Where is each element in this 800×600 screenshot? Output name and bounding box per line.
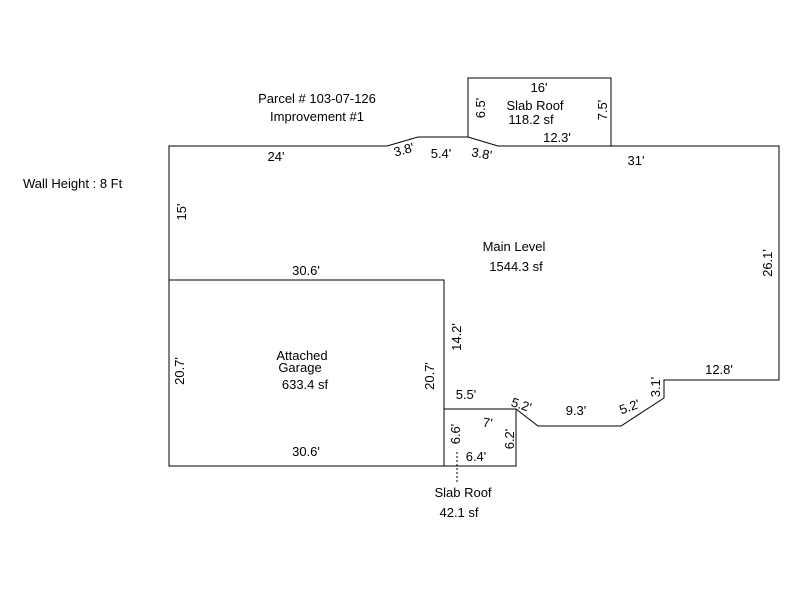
slab-roof-bottom-area: 42.1 sf — [439, 505, 478, 520]
wall-height-label: Wall Height : 8 Ft — [23, 176, 123, 191]
dim-slab-bottom-diag: 7' — [482, 414, 494, 430]
dim-slab-top-bottom: 12.3' — [543, 130, 571, 145]
dim-garage-bottom: 30.6' — [292, 444, 320, 459]
dim-inner-vertical: 14.2' — [449, 323, 464, 351]
dim-top-left: 24' — [268, 149, 285, 164]
dim-step-right: 3.1' — [648, 377, 663, 398]
slab-roof-bottom-outline — [444, 409, 517, 467]
dim-garage-top: 30.6' — [292, 263, 320, 278]
dim-bottom-mid: 9.3' — [566, 403, 587, 418]
dim-slab-bottom-width: 6.4' — [466, 449, 487, 464]
dim-top-right: 31' — [628, 153, 645, 168]
dim-diag-right: 5.2' — [617, 396, 641, 417]
dim-top-mid: 5.4' — [431, 146, 452, 161]
dim-step-a: 3.8' — [392, 140, 416, 160]
dim-bottom-left-short: 5.5' — [456, 387, 477, 402]
improvement-label: Improvement #1 — [270, 109, 364, 124]
parcel-number: Parcel # 103-07-126 — [258, 91, 376, 106]
slab-roof-top-area: 118.2 sf — [508, 112, 554, 127]
dim-slab-top-width: 16' — [531, 80, 548, 95]
main-level-area: 1544.3 sf — [489, 259, 543, 274]
garage-name-line1: Attached — [276, 348, 327, 363]
main-level-name: Main Level — [483, 239, 546, 254]
dim-left-upper: 15' — [174, 204, 189, 221]
main-level-outline — [168, 136, 780, 427]
slab-roof-top-name: Slab Roof — [506, 98, 563, 113]
dim-right-side: 26.1' — [760, 249, 775, 277]
dim-slab-bottom-left: 6.6' — [448, 424, 463, 445]
dim-diag-left: 5.2' — [509, 394, 533, 415]
dim-garage-left: 20.7' — [172, 357, 187, 385]
slab-roof-bottom-name: Slab Roof — [434, 485, 491, 500]
garage-name-line2: Garage — [278, 360, 321, 375]
dim-slab-top-left: 6.5' — [473, 98, 488, 119]
garage-area: 633.4 sf — [282, 377, 329, 392]
garage-outline — [168, 280, 445, 467]
dim-step-b: 3.8' — [470, 144, 493, 162]
dim-bottom-right: 12.8' — [705, 362, 733, 377]
dim-slab-bottom-right: 6.2' — [502, 429, 517, 450]
dim-slab-top-right: 7.5' — [595, 100, 610, 121]
dim-garage-right: 20.7' — [422, 362, 437, 390]
slab-roof-top-outline — [467, 77, 612, 146]
